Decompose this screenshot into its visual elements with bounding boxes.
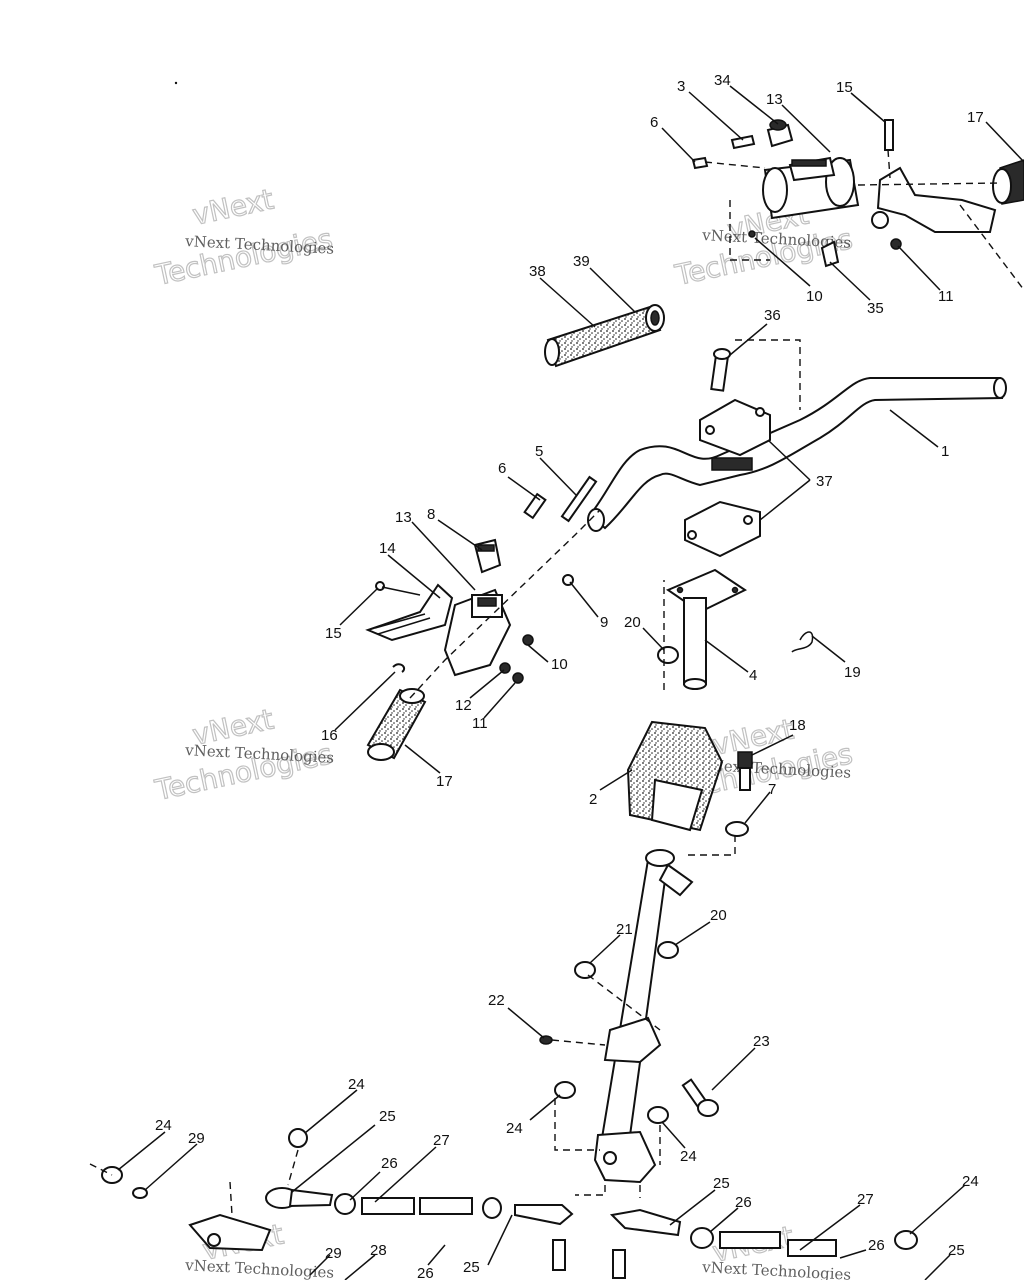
top-dashed-guides [704, 149, 1024, 291]
callout-10: 10 [551, 656, 568, 673]
callout-27: 27 [857, 1191, 874, 1208]
callout-23: 23 [753, 1033, 770, 1050]
nut-20-upper [657, 646, 679, 664]
handlebar [587, 377, 1007, 532]
callout-35: 35 [867, 300, 884, 317]
callout-37: 37 [816, 473, 833, 490]
callout-3: 3 [677, 78, 685, 95]
callout-9: 9 [600, 614, 608, 631]
callout-24: 24 [680, 1148, 697, 1165]
callout-8: 8 [427, 506, 435, 523]
callout-labels: 3 34 13 15 17 6 10 35 11 38 39 36 1 37 6… [155, 72, 984, 1280]
callout-24: 24 [962, 1173, 979, 1190]
callout-18: 18 [789, 717, 806, 734]
grip-17-left [366, 688, 427, 761]
callout-34: 34 [714, 72, 731, 89]
steering-post [593, 849, 694, 1184]
callout-22: 22 [488, 992, 505, 1009]
top-small-parts [691, 119, 902, 268]
callout-36: 36 [764, 307, 781, 324]
clamp-bolt-36 [710, 339, 801, 410]
clip-19 [791, 631, 814, 653]
callout-15: 15 [836, 79, 853, 96]
clip-16 [392, 663, 406, 673]
left-switch-housing [443, 588, 512, 677]
callout-25: 25 [379, 1108, 396, 1125]
callout-14: 14 [379, 540, 396, 557]
tie-rod-right [552, 1208, 918, 1279]
spindle-arm-left [89, 1163, 272, 1252]
callout-24: 24 [155, 1117, 172, 1134]
switch-8 [473, 538, 502, 574]
callout-26: 26 [735, 1194, 752, 1211]
washer-7 [725, 821, 749, 837]
left-guide [409, 509, 601, 699]
callout-29: 29 [188, 1130, 205, 1147]
callout-25: 25 [713, 1175, 730, 1192]
leader-lines [117, 85, 1024, 1280]
watermark: vNext Technologies vNext Technologies vN… [151, 182, 856, 1280]
callout-26: 26 [417, 1265, 434, 1280]
callout-25: 25 [463, 1259, 480, 1276]
bar-clamp-upper [699, 398, 771, 471]
stray-mark [174, 81, 178, 85]
callout-1: 1 [941, 443, 949, 460]
callout-17: 17 [436, 773, 453, 790]
callout-2: 2 [589, 791, 597, 808]
callout-25: 25 [948, 1242, 965, 1259]
svg-text:Technologies: Technologies [152, 222, 336, 292]
callout-39: 39 [573, 253, 590, 270]
callout-6: 6 [498, 460, 506, 477]
callout-19: 19 [844, 664, 861, 681]
grip-top-right [992, 159, 1024, 205]
svg-text:vNext Technologies: vNext Technologies [184, 1256, 335, 1280]
callout-5: 5 [535, 443, 543, 460]
brake-lever-14 [365, 583, 454, 642]
callout-24: 24 [348, 1076, 365, 1093]
callout-38: 38 [529, 263, 546, 280]
callout-12: 12 [455, 697, 472, 714]
callout-21: 21 [616, 921, 633, 938]
callout-4: 4 [749, 667, 757, 684]
callout-11: 11 [938, 288, 954, 305]
post-hardware [539, 941, 719, 1198]
callout-7: 7 [768, 781, 776, 798]
svg-text:vNext Technologies: vNext Technologies [701, 1258, 852, 1280]
throttle-housing-top [762, 156, 860, 220]
callout-20: 20 [624, 614, 641, 631]
handlebar-riser [665, 568, 748, 690]
callout-26: 26 [381, 1155, 398, 1172]
callout-17: 17 [967, 109, 984, 126]
callout-29: 29 [325, 1245, 342, 1262]
callout-13: 13 [766, 91, 783, 108]
callout-20: 20 [710, 907, 727, 924]
callout-15: 15 [325, 625, 342, 642]
callout-26: 26 [868, 1237, 885, 1254]
svg-text:vNext: vNext [190, 183, 277, 232]
callout-28: 28 [370, 1242, 387, 1259]
handlebar-pad [626, 720, 724, 832]
callout-16: 16 [321, 727, 338, 744]
callout-10: 10 [806, 288, 823, 305]
callout-11: 11 [472, 715, 488, 732]
grip-39 [544, 304, 665, 368]
callout-13: 13 [395, 509, 412, 526]
pad-guide [685, 835, 736, 856]
callout-6: 6 [650, 114, 658, 131]
callout-24: 24 [506, 1120, 523, 1137]
bar-clamp-lower [684, 500, 761, 558]
callout-27: 27 [433, 1132, 450, 1149]
bolt-18 [737, 751, 753, 791]
